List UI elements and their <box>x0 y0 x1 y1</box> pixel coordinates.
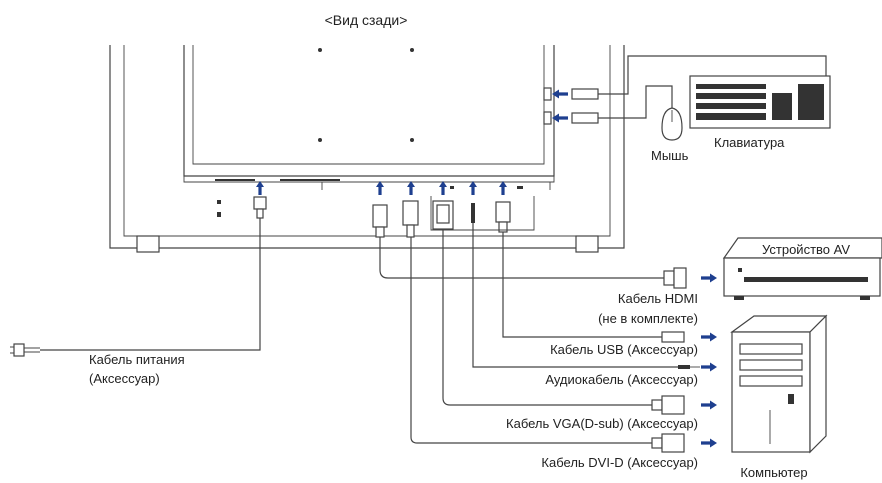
vga-cable-label: Кабель VGA(D-sub) (Аксессуар) <box>506 416 698 431</box>
cable-plugs <box>651 267 717 453</box>
hdmi-cable-note: (не в комплекте) <box>598 311 698 326</box>
diagram-title: <Вид сзади> <box>325 12 408 28</box>
computer-icon <box>730 314 828 454</box>
audio-cable-label: Аудиокабель (Аксессуар) <box>545 372 698 387</box>
monitor-rear <box>109 45 625 253</box>
keyboard-mouse-cables <box>552 55 827 124</box>
power-cable-label: Кабель питания <box>89 352 185 367</box>
usb-cable-label: Кабель USB (Аксессуар) <box>550 342 698 357</box>
lock-icon <box>217 200 221 217</box>
av-device-icon <box>722 237 882 300</box>
port-connectors <box>372 181 535 238</box>
power-cable-note: (Аксессуар) <box>89 371 160 386</box>
cable-routings <box>379 223 678 444</box>
power-connector <box>10 181 267 357</box>
keyboard-icon <box>689 75 831 129</box>
dvi-cable-label: Кабель DVI-D (Аксессуар) <box>541 455 698 470</box>
computer-label: Компьютер <box>740 465 807 480</box>
keyboard-label: Клавиатура <box>714 135 785 150</box>
av-device-label: Устройство AV <box>762 242 850 257</box>
vent-dots <box>215 179 340 181</box>
mouse-icon <box>661 107 683 141</box>
mouse-label: Мышь <box>651 148 689 163</box>
hdmi-cable-label: Кабель HDMI <box>618 291 698 306</box>
